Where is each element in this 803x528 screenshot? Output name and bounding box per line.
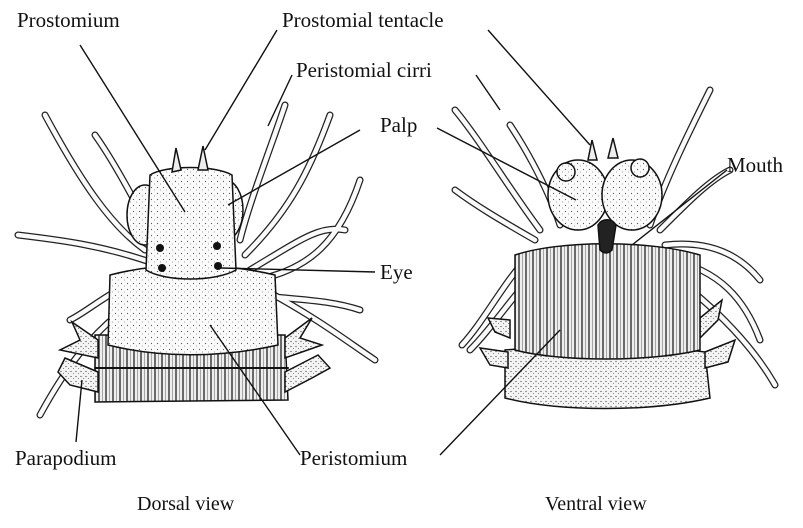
dorsal-tentacle-right bbox=[198, 146, 208, 170]
dorsal-tentacle-left bbox=[172, 148, 181, 172]
label-peristomium: Peristomium bbox=[300, 448, 407, 469]
label-eye: Eye bbox=[380, 262, 413, 283]
ventral-tentacle-right bbox=[608, 138, 618, 158]
ventral-tentacle-left bbox=[588, 140, 597, 160]
label-palp: Palp bbox=[380, 115, 417, 136]
dorsal-prostomium bbox=[146, 168, 236, 280]
ventral-view-drawing bbox=[455, 90, 775, 409]
caption-ventral-view: Ventral view bbox=[545, 494, 647, 514]
label-mouth: Mouth bbox=[727, 155, 783, 176]
ventral-peristomium bbox=[515, 244, 700, 359]
caption-dorsal-view: Dorsal view bbox=[137, 494, 234, 514]
label-parapodium: Parapodium bbox=[15, 448, 116, 469]
label-prostomium: Prostomium bbox=[17, 10, 120, 31]
label-prostomial-tentacle: Prostomial tentacle bbox=[282, 10, 444, 31]
label-peristomial-cirri: Peristomial cirri bbox=[296, 60, 432, 81]
